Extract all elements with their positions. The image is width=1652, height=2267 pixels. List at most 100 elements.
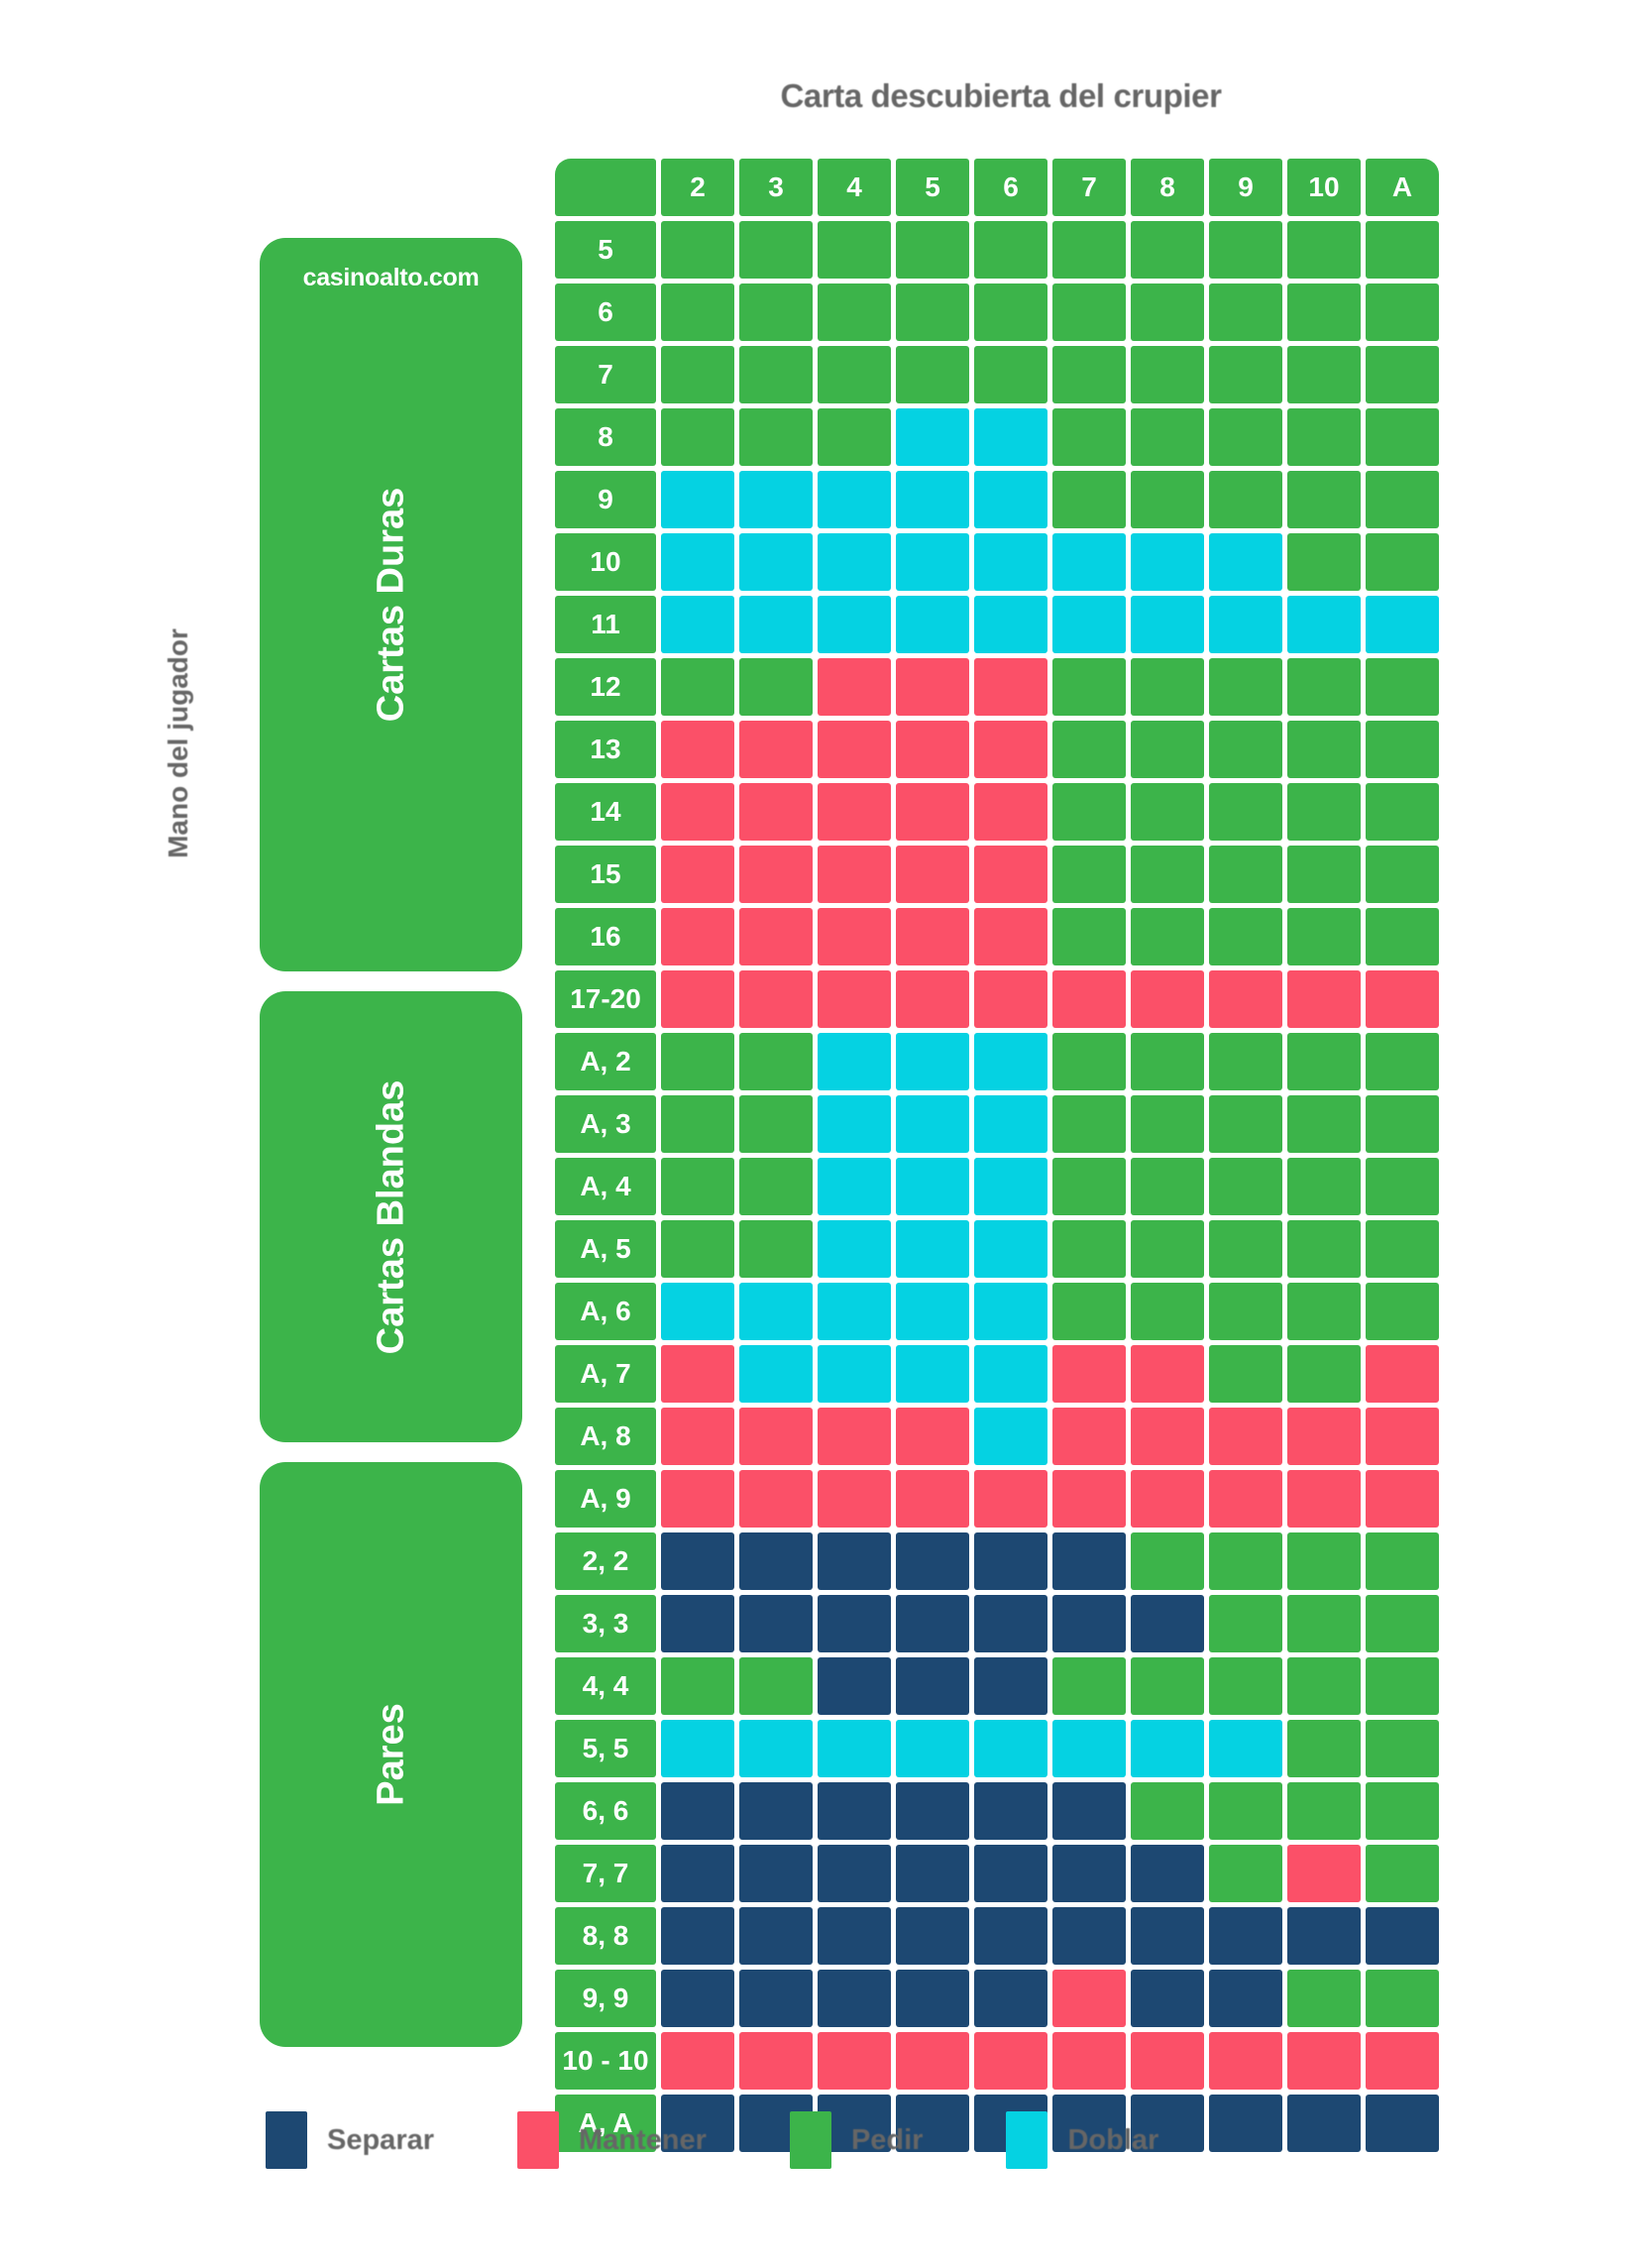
row-label: A, 8 xyxy=(555,1408,656,1465)
row-label: 7, 7 xyxy=(555,1845,656,1902)
strategy-cell xyxy=(1052,846,1126,903)
strategy-cell xyxy=(974,1158,1047,1215)
strategy-cell xyxy=(896,1283,969,1340)
strategy-cell xyxy=(974,1033,1047,1090)
strategy-cell xyxy=(1366,346,1439,403)
legend-label: Pedir xyxy=(850,2123,924,2156)
strategy-cell xyxy=(1209,221,1282,279)
row-label: 2, 2 xyxy=(555,1532,656,1590)
strategy-cell xyxy=(1131,1033,1204,1090)
strategy-cell xyxy=(1287,1970,1361,2027)
category-panel-hard: casinoalto.com Cartas Duras xyxy=(260,238,522,971)
legend-swatch-P xyxy=(266,2111,307,2169)
strategy-cell xyxy=(1052,970,1126,1028)
strategy-cell xyxy=(1287,346,1361,403)
strategy-cell xyxy=(896,846,969,903)
legend-label: Mantener xyxy=(579,2123,707,2156)
strategy-cell xyxy=(1052,1970,1126,2027)
strategy-cell xyxy=(1287,1158,1361,1215)
strategy-cell xyxy=(896,1532,969,1590)
strategy-cell xyxy=(1052,783,1126,841)
column-header-5: 5 xyxy=(896,159,969,216)
strategy-cell xyxy=(1052,1720,1126,1777)
legend-label: Doblar xyxy=(1067,2123,1159,2156)
strategy-cell xyxy=(1366,1033,1439,1090)
strategy-cell xyxy=(896,721,969,778)
strategy-cell xyxy=(1287,970,1361,1028)
strategy-cell xyxy=(896,1657,969,1715)
strategy-cell xyxy=(1052,533,1126,591)
strategy-cell xyxy=(1287,908,1361,965)
strategy-cell xyxy=(661,1095,734,1153)
legend-swatch-S xyxy=(517,2111,560,2169)
strategy-cell xyxy=(1209,1283,1282,1340)
strategy-cell xyxy=(896,1033,969,1090)
strategy-cell xyxy=(739,1532,813,1590)
strategy-cell xyxy=(739,1283,813,1340)
strategy-cell xyxy=(739,1470,813,1528)
strategy-cell xyxy=(896,346,969,403)
strategy-cell xyxy=(818,471,891,528)
strategy-cell xyxy=(661,908,734,965)
strategy-cell xyxy=(818,1158,891,1215)
strategy-cell xyxy=(739,283,813,341)
strategy-cell xyxy=(1366,2032,1439,2090)
strategy-cell xyxy=(974,346,1047,403)
strategy-cell xyxy=(1287,1782,1361,1840)
strategy-cell xyxy=(974,471,1047,528)
strategy-cell xyxy=(896,408,969,466)
strategy-cell xyxy=(974,596,1047,653)
strategy-cell xyxy=(896,1470,969,1528)
strategy-cell xyxy=(1131,1970,1204,2027)
strategy-cell xyxy=(1209,783,1282,841)
row-label: 10 - 10 xyxy=(555,2032,656,2090)
strategy-cell xyxy=(1287,2032,1361,2090)
strategy-cell xyxy=(1131,1907,1204,1965)
strategy-cell xyxy=(818,2032,891,2090)
strategy-cell xyxy=(1052,471,1126,528)
strategy-cell xyxy=(1131,1782,1204,1840)
column-header-6: 6 xyxy=(974,159,1047,216)
strategy-cell xyxy=(1209,1845,1282,1902)
row-label: A, 4 xyxy=(555,1158,656,1215)
strategy-cell xyxy=(974,970,1047,1028)
strategy-cell xyxy=(1209,1408,1282,1465)
strategy-cell xyxy=(739,1657,813,1715)
strategy-cell xyxy=(1366,1907,1439,1965)
strategy-cell xyxy=(1209,1782,1282,1840)
strategy-cell xyxy=(661,533,734,591)
strategy-cell xyxy=(1209,408,1282,466)
strategy-cell xyxy=(974,1595,1047,1652)
strategy-cell xyxy=(818,721,891,778)
strategy-cell xyxy=(1052,1782,1126,1840)
strategy-cell xyxy=(1366,846,1439,903)
strategy-cell xyxy=(974,1283,1047,1340)
strategy-cell xyxy=(739,1408,813,1465)
strategy-cell xyxy=(661,1845,734,1902)
strategy-cell xyxy=(739,1595,813,1652)
strategy-cell xyxy=(1052,2032,1126,2090)
row-label: 8, 8 xyxy=(555,1907,656,1965)
row-label: 16 xyxy=(555,908,656,965)
strategy-cell xyxy=(1366,1345,1439,1403)
row-label: 9 xyxy=(555,471,656,528)
strategy-cell xyxy=(1131,1408,1204,1465)
strategy-cell xyxy=(739,721,813,778)
strategy-cell xyxy=(1131,1345,1204,1403)
row-label: 13 xyxy=(555,721,656,778)
strategy-cell xyxy=(818,533,891,591)
strategy-cell xyxy=(1366,1782,1439,1840)
legend-item: Pedir xyxy=(789,2111,924,2169)
strategy-cell xyxy=(818,1470,891,1528)
strategy-cell xyxy=(661,1033,734,1090)
strategy-cell xyxy=(896,783,969,841)
row-label: 7 xyxy=(555,346,656,403)
strategy-cell xyxy=(661,1532,734,1590)
strategy-cell xyxy=(661,221,734,279)
row-label: 14 xyxy=(555,783,656,841)
strategy-cell xyxy=(1287,1345,1361,1403)
strategy-cell xyxy=(1366,1470,1439,1528)
strategy-cell xyxy=(1209,1720,1282,1777)
strategy-cell xyxy=(739,908,813,965)
